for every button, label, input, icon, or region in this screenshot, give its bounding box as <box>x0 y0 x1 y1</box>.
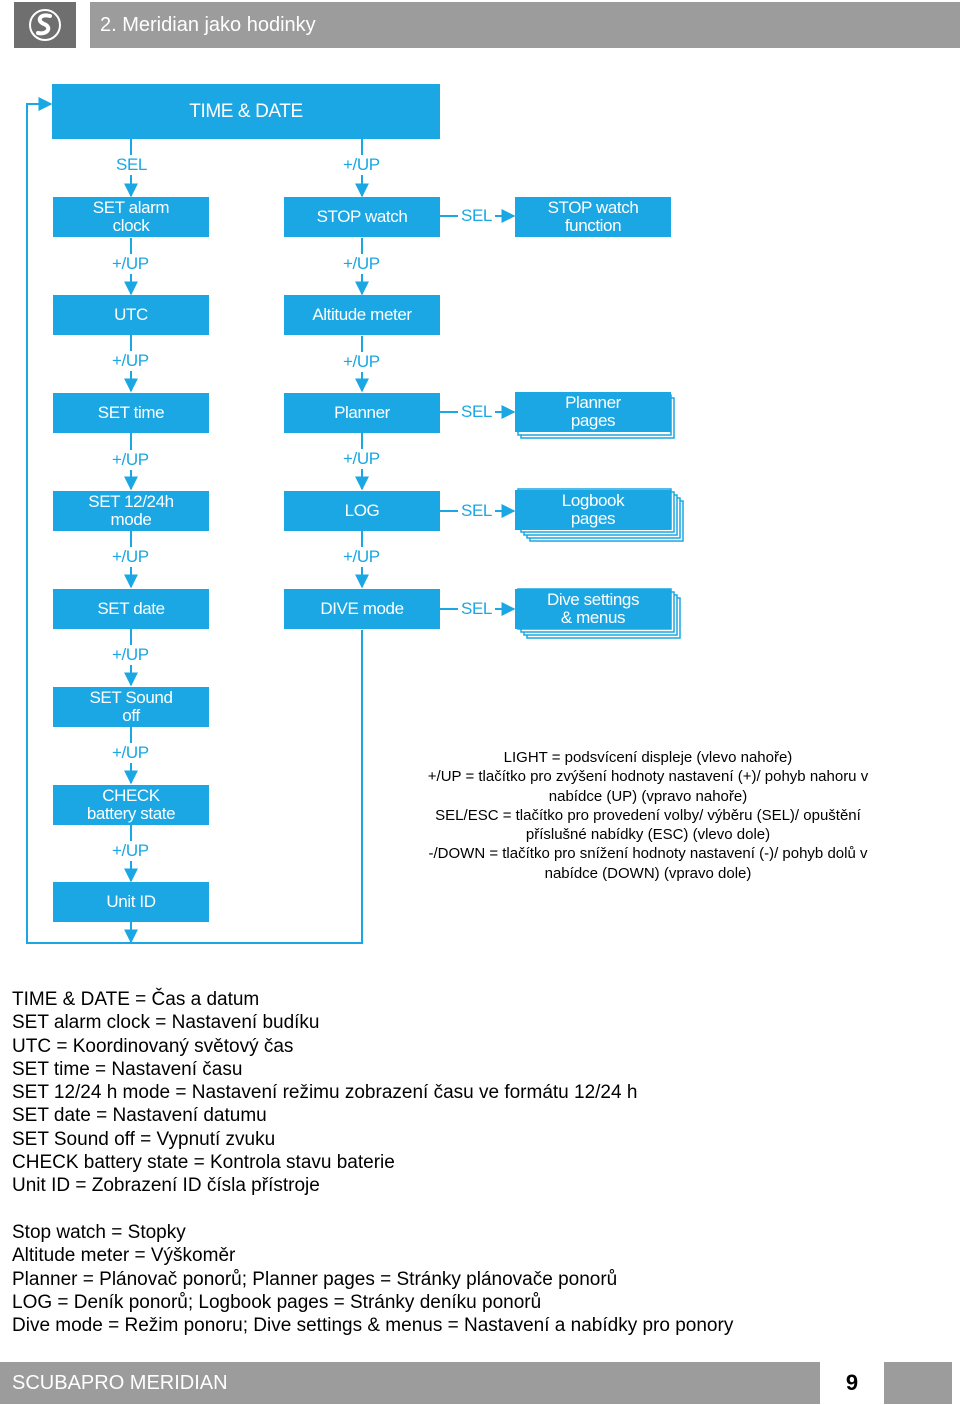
stop-watch-function-box: STOP watch function <box>515 197 671 237</box>
glossary-line: Dive mode = Režim ponoru; Dive settings … <box>12 1315 734 1337</box>
stop-watch-box: STOP watch <box>284 197 440 237</box>
legend-line: +/UP = tlačítko pro zvýšení hodnoty nast… <box>427 768 869 786</box>
page-number: 9 <box>845 1370 859 1395</box>
dive-mode-box: DIVE mode <box>284 589 440 629</box>
legend-line: nabídce (UP) (vpravo nahoře) <box>548 787 748 805</box>
sel-label: SEL <box>458 599 495 619</box>
glossary-line: SET 12/24 h mode = Nastavení režimu zobr… <box>12 1082 638 1104</box>
glossary-functions: Stop watch = Stopky Altitude meter = Výš… <box>12 1221 733 1337</box>
glossary-line: SET alarm clock = Nastavení budíku <box>12 1012 320 1034</box>
time-date-box: TIME & DATE <box>52 84 440 139</box>
up-label: +/UP <box>112 841 149 861</box>
footer-block <box>884 1362 952 1404</box>
sel-label: SEL <box>458 501 495 521</box>
legend-line: LIGHT = podsvícení displeje (vlevo nahoř… <box>503 749 793 766</box>
up-label: +/UP <box>112 254 149 274</box>
glossary-line: Unit ID = Zobrazení ID čísla přístroje <box>12 1175 320 1197</box>
glossary-line: Altitude meter = Výškoměr <box>12 1245 236 1267</box>
up-label: +/UP <box>112 351 149 371</box>
up-label: +/UP <box>343 449 380 469</box>
up-label: +/UP <box>112 450 149 470</box>
check-battery-state-box: CHECK battery state <box>53 785 209 825</box>
set-time-box: SET time <box>53 393 209 433</box>
sel-label: SEL <box>116 155 147 175</box>
scubapro-logo-icon <box>29 9 61 41</box>
logbook-pages-box: Logbook pages <box>515 490 671 530</box>
legend-line: SEL/ESC = tlačítko pro provedení volby/ … <box>435 806 861 824</box>
unit-id-box: Unit ID <box>53 882 209 922</box>
set-12-24h-mode-box: SET 12/24h mode <box>53 491 209 531</box>
up-label: +/UP <box>343 547 380 567</box>
sel-label: SEL <box>458 206 495 226</box>
glossary-line: CHECK battery state = Kontrola stavu bat… <box>12 1152 395 1174</box>
glossary-line: UTC = Koordinovaný světový čas <box>12 1035 294 1057</box>
scubapro-logo <box>14 2 76 48</box>
up-label: +/UP <box>112 547 149 567</box>
button-legend: LIGHT = podsvícení displeje (vlevo nahoř… <box>392 748 904 883</box>
glossary-line: SET Sound off = Vypnutí zvuku <box>12 1128 276 1150</box>
glossary-line: SET time = Nastavení času <box>12 1058 243 1080</box>
glossary-time-date: TIME & DATE = Čas a datum SET alarm cloc… <box>12 988 637 1198</box>
altitude-meter-box: Altitude meter <box>284 295 440 335</box>
dive-settings-menus-box: Dive settings & menus <box>515 589 671 629</box>
log-box: LOG <box>284 491 440 531</box>
planner-pages-box: Planner pages <box>515 392 671 432</box>
menu-flow-diagram: TIME & DATE SET alarm clock UTC SET time… <box>26 84 684 944</box>
up-label: +/UP <box>112 743 149 763</box>
set-alarm-clock-box: SET alarm clock <box>53 197 209 237</box>
glossary-line: Stop watch = Stopky <box>12 1222 186 1243</box>
planner-box: Planner <box>284 393 440 433</box>
set-date-box: SET date <box>53 589 209 629</box>
up-label: +/UP <box>343 352 380 372</box>
set-sound-off-box: SET Sound off <box>53 687 209 727</box>
footer-title: SCUBAPRO MERIDIAN <box>0 1362 820 1404</box>
glossary-line: Planner = Plánovač ponorů; Planner pages… <box>12 1268 618 1290</box>
legend-line: příslušné nabídky (ESC) (vlevo dole) <box>525 826 771 844</box>
glossary-line: TIME & DATE = Čas a datum <box>12 989 260 1010</box>
up-label: +/UP <box>343 155 380 175</box>
legend-line: -/DOWN = tlačítko pro snížení hodnoty na… <box>428 845 868 863</box>
page-header: 2. Meridian jako hodinky <box>14 2 960 48</box>
glossary-line: LOG = Deník ponorů; Logbook pages = Strá… <box>12 1291 542 1313</box>
page-footer: SCUBAPRO MERIDIAN 9 <box>0 1362 960 1404</box>
up-label: +/UP <box>343 254 380 274</box>
utc-box: UTC <box>53 295 209 335</box>
up-label: +/UP <box>112 645 149 665</box>
sel-label: SEL <box>458 402 495 422</box>
section-title: 2. Meridian jako hodinky <box>90 2 960 48</box>
glossary-line: SET date = Nastavení datumu <box>12 1105 267 1127</box>
legend-line: nabídce (DOWN) (vpravo dole) <box>544 864 752 882</box>
